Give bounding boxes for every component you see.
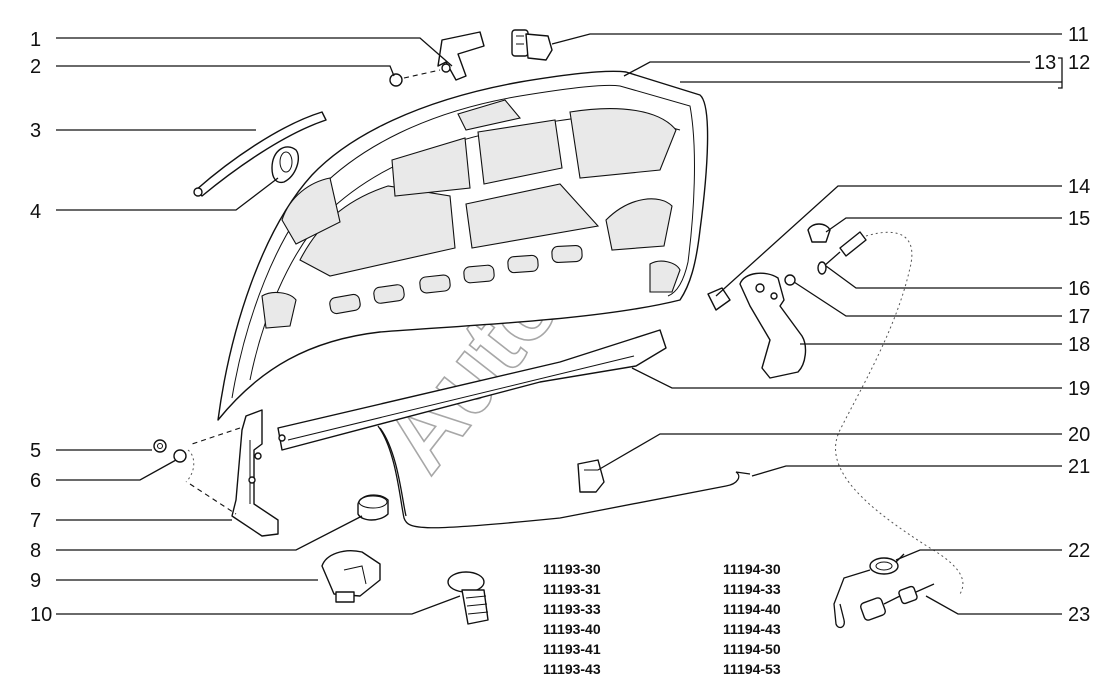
model-code: 11193-43 xyxy=(543,661,601,677)
callout-1: 1 xyxy=(30,29,41,51)
part-3-seal-strip xyxy=(193,111,327,197)
callout-11: 11 xyxy=(1068,24,1089,46)
model-code: 11194-50 xyxy=(723,641,781,657)
part-19-cross-member xyxy=(277,329,667,451)
callout-15: 15 xyxy=(1068,208,1090,230)
callout-22: 22 xyxy=(1068,540,1090,562)
part-22-spring xyxy=(833,553,905,629)
part-6-bolt xyxy=(173,449,195,483)
model-code: 11194-33 xyxy=(723,581,781,597)
part-10-bolt xyxy=(447,571,489,625)
leader-lines xyxy=(56,33,1063,615)
callout-8: 8 xyxy=(30,540,41,562)
model-code: 11194-30 xyxy=(723,561,781,577)
callout-13: 13 xyxy=(1034,52,1056,74)
callout-14: 14 xyxy=(1068,176,1090,198)
part-11-rubber-buffer xyxy=(511,29,553,61)
model-code: 11193-31 xyxy=(543,581,601,597)
model-code: 11193-40 xyxy=(543,621,601,637)
model-code: 11193-41 xyxy=(543,641,601,657)
callout-17: 17 xyxy=(1068,306,1090,328)
hood-panel xyxy=(217,70,709,421)
model-code: 11193-33 xyxy=(543,601,601,617)
part-18-release-lever xyxy=(739,272,807,379)
model-code: 11193-30 xyxy=(543,561,601,577)
model-code: 11194-40 xyxy=(723,601,781,617)
callout-12: 12 xyxy=(1068,52,1090,74)
part-8-rubber-stop xyxy=(357,494,389,521)
part-23-cable-terminal xyxy=(860,583,935,621)
part-2-nut xyxy=(389,69,441,87)
model-codes-right: 11194-30 11194-33 11194-40 11194-43 1119… xyxy=(723,561,781,677)
part-1-latch-bracket xyxy=(437,31,485,81)
callout-23: 23 xyxy=(1068,604,1090,626)
model-code: 11194-53 xyxy=(723,661,781,677)
part-5-washer xyxy=(153,439,167,453)
callout-3: 3 xyxy=(30,120,41,142)
callout-5: 5 xyxy=(30,440,41,462)
part-21-release-rod xyxy=(377,425,751,529)
callout-20: 20 xyxy=(1068,424,1090,446)
callout-labels: 1 2 3 4 5 6 7 8 9 10 11 13 12 14 15 16 1… xyxy=(30,24,1090,626)
callout-16: 16 xyxy=(1068,278,1090,300)
part-14-screw xyxy=(707,287,731,311)
part-20-rod-clip xyxy=(577,459,605,493)
model-code: 11194-43 xyxy=(723,621,781,637)
callout-4: 4 xyxy=(30,201,41,223)
part-7-hinge xyxy=(189,409,279,537)
callout-19: 19 xyxy=(1068,378,1090,400)
callout-10: 10 xyxy=(30,604,52,626)
part-17-washer xyxy=(784,274,796,286)
part-4-grommet xyxy=(271,146,300,184)
part-9-clip xyxy=(321,550,381,603)
model-codes-left: 11193-30 11193-31 11193-33 11193-40 1119… xyxy=(543,561,601,677)
callout-6: 6 xyxy=(30,470,41,492)
callout-2: 2 xyxy=(30,56,41,78)
callout-21: 21 xyxy=(1068,456,1090,478)
callout-9: 9 xyxy=(30,570,41,592)
part-16-cable-end xyxy=(817,231,867,275)
callout-18: 18 xyxy=(1068,334,1090,356)
callout-7: 7 xyxy=(30,510,41,532)
part-15-grommet xyxy=(807,223,831,243)
release-cable xyxy=(835,231,964,595)
